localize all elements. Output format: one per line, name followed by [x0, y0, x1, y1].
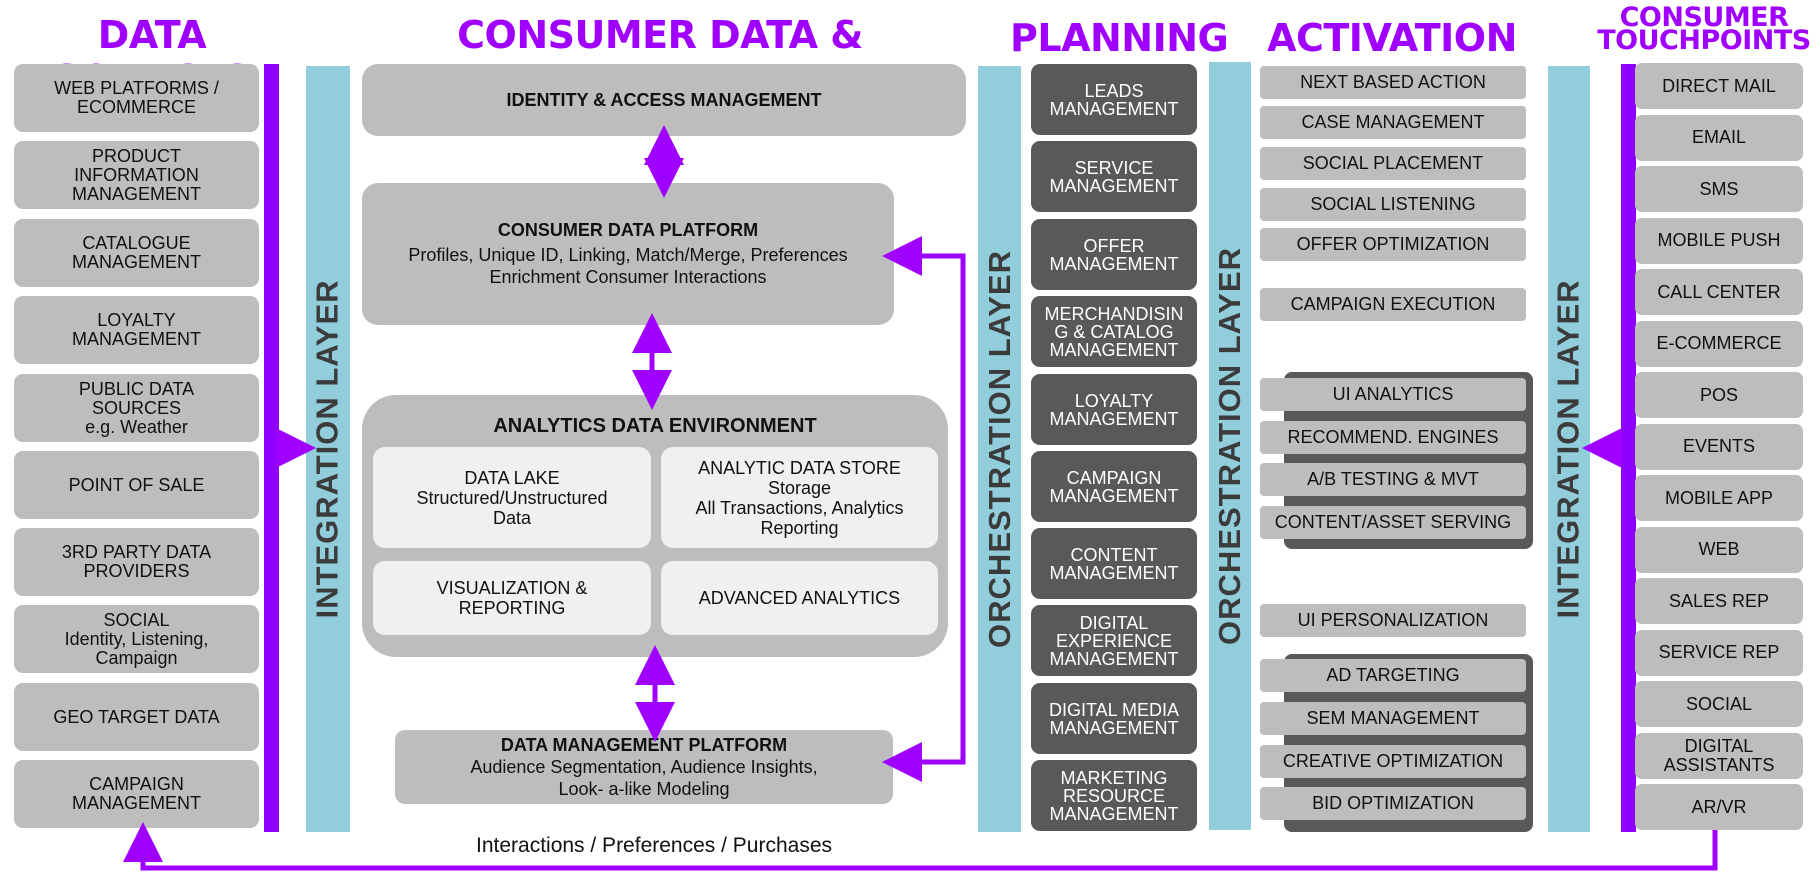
identity-access-label: IDENTITY & ACCESS MANAGEMENT	[506, 89, 822, 110]
touchpoint-item: DIRECT MAIL	[1635, 63, 1803, 109]
dmp-line-2: Look- a-like Modeling	[558, 778, 730, 799]
activation-analytics-item: RECOMMEND. ENGINES	[1260, 421, 1526, 454]
arrow-feedback-loop	[123, 822, 1718, 871]
touchpoint-item: EVENTS	[1635, 423, 1803, 470]
touchpoint-item: EMAIL	[1635, 114, 1803, 161]
planning-item: OFFER MANAGEMENT	[1031, 219, 1197, 290]
planning-item: MERCHANDISIN G & CATALOG MANAGEMENT	[1031, 296, 1197, 367]
orchestration-layer-2-label: ORCHESTRATION LAYER	[1212, 247, 1248, 645]
activation-item: SOCIAL LISTENING	[1260, 188, 1526, 221]
cdp-line-2: Enrichment Consumer Interactions	[489, 267, 767, 287]
identity-access-box: IDENTITY & ACCESS MANAGEMENT	[362, 64, 966, 136]
consumer-data-platform-box: CONSUMER DATA PLATFORM Profiles, Unique …	[362, 183, 894, 325]
data-management-platform-box: DATA MANAGEMENT PLATFORM Audience Segmen…	[395, 730, 893, 804]
data-source-item: PUBLIC DATA SOURCES e.g. Weather	[14, 374, 259, 442]
touchpoint-item: E-COMMERCE	[1635, 320, 1803, 367]
planning-item: CAMPAIGN MANAGEMENT	[1031, 451, 1197, 522]
planning-item: LEADS MANAGEMENT	[1031, 64, 1197, 135]
activation-media-item: AD TARGETING	[1260, 659, 1526, 692]
integration-layer-right-label: INTEGRATION LAYER	[1551, 279, 1586, 619]
activation-campaign-execution: CAMPAIGN EXECUTION	[1260, 288, 1526, 321]
touchpoint-item: SALES REP	[1635, 578, 1803, 624]
header-consumer-touchpoints-2: TOUCHPOINTS	[1597, 25, 1811, 56]
integration-layer-right: INTEGRATION LAYER	[1548, 66, 1590, 832]
touchpoint-item: SOCIAL	[1635, 681, 1803, 727]
activation-media-item: CREATIVE OPTIMIZATION	[1260, 745, 1526, 778]
touchpoint-item: SERVICE REP	[1635, 629, 1803, 676]
activation-analytics-item: A/B TESTING & MVT	[1260, 463, 1526, 496]
touchpoint-item: MOBILE APP	[1635, 475, 1803, 521]
touchpoint-item: AR/VR	[1635, 784, 1803, 830]
integration-layer-left-label: INTEGRATION LAYER	[310, 279, 345, 619]
dmp-title: DATA MANAGEMENT PLATFORM	[500, 734, 788, 755]
activation-item: SOCIAL PLACEMENT	[1260, 147, 1526, 180]
orchestration-layer-1-label: ORCHESTRATION LAYER	[981, 250, 1017, 648]
planning-item: SERVICE MANAGEMENT	[1031, 141, 1197, 212]
touchpoints-bar	[1621, 64, 1636, 832]
touchpoint-item: SMS	[1635, 166, 1803, 212]
visualization-reporting-box: VISUALIZATION & REPORTING	[373, 561, 651, 635]
cdp-line-1: Profiles, Unique ID, Linking, Match/Merg…	[408, 245, 848, 265]
orchestration-layer-2: ORCHESTRATION LAYER	[1209, 62, 1251, 830]
analytic-data-store-box: ANALYTIC DATA STORE Storage All Transact…	[661, 447, 938, 548]
touchpoint-item: CALL CENTER	[1635, 269, 1803, 315]
touchpoint-item: POS	[1635, 372, 1803, 418]
data-source-item: SOCIAL Identity, Listening, Campaign	[14, 605, 259, 673]
data-source-item: CAMPAIGN MANAGEMENT	[14, 760, 259, 828]
data-source-item: CATALOGUE MANAGEMENT	[14, 219, 259, 287]
data-source-item: PRODUCT INFORMATION MANAGEMENT	[14, 141, 259, 209]
touchpoint-item: MOBILE PUSH	[1635, 217, 1803, 264]
activation-analytics-item: CONTENT/ASSET SERVING	[1260, 506, 1526, 539]
ade-title: ANALYTICS DATA ENVIRONMENT	[493, 415, 817, 437]
orchestration-layer-1: ORCHESTRATION LAYER	[978, 66, 1021, 832]
activation-item: CASE MANAGEMENT	[1260, 106, 1526, 139]
activation-item: NEXT BASED ACTION	[1260, 66, 1526, 99]
planning-item: LOYALTY MANAGEMENT	[1031, 374, 1197, 445]
header-consumer-touchpoints-1: CONSUMER	[1619, 2, 1789, 33]
data-source-item: LOYALTY MANAGEMENT	[14, 296, 259, 364]
activation-media-item: BID OPTIMIZATION	[1260, 787, 1526, 820]
data-sources-bar	[264, 64, 279, 832]
activation-media-item: SEM MANAGEMENT	[1260, 702, 1526, 735]
data-source-item: WEB PLATFORMS / ECOMMERCE	[14, 64, 259, 132]
planning-item: CONTENT MANAGEMENT	[1031, 528, 1197, 599]
data-source-item: GEO TARGET DATA	[14, 683, 259, 751]
header-activation: ACTIVATION	[1267, 16, 1517, 60]
activation-item: OFFER OPTIMIZATION	[1260, 228, 1526, 261]
planning-item: DIGITAL MEDIA MANAGEMENT	[1031, 683, 1197, 754]
dmp-line-1: Audience Segmentation, Audience Insights…	[470, 756, 818, 777]
activation-analytics-item: UI ANALYTICS	[1260, 378, 1526, 411]
touchpoint-item: WEB	[1635, 526, 1803, 573]
data-lake-box: DATA LAKE Structured/Unstructured Data	[373, 447, 651, 548]
touchpoint-item: DIGITAL ASSISTANTS	[1635, 732, 1803, 779]
cdp-title: CONSUMER DATA PLATFORM	[497, 220, 759, 240]
feedback-caption: Interactions / Preferences / Purchases	[476, 834, 833, 857]
data-source-item: 3RD PARTY DATA PROVIDERS	[14, 528, 259, 596]
planning-item: MARKETING RESOURCE MANAGEMENT	[1031, 760, 1197, 831]
data-source-item: POINT OF SALE	[14, 451, 259, 519]
header-planning: PLANNING	[1010, 16, 1229, 60]
advanced-analytics-box: ADVANCED ANALYTICS	[661, 561, 938, 635]
activation-ui-personalization: UI PERSONALIZATION	[1260, 604, 1526, 637]
integration-layer-left: INTEGRATION LAYER	[306, 66, 350, 832]
planning-item: DIGITAL EXPERIENCE MANAGEMENT	[1031, 605, 1197, 676]
